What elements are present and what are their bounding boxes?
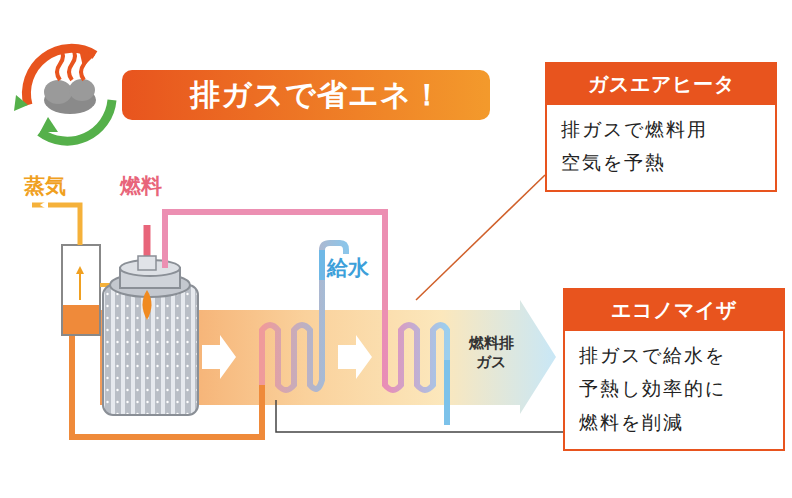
air-pipe <box>165 212 385 330</box>
title: 排ガスで省エネ！ <box>190 75 443 116</box>
leader-line <box>276 400 563 432</box>
boiler <box>103 285 198 415</box>
fuel-pipe <box>144 225 151 258</box>
air-heater-coil <box>385 325 447 425</box>
steam-pipe <box>32 205 80 245</box>
title-banner <box>122 70 490 120</box>
steam-label: 蒸気 <box>22 172 68 200</box>
fuel-label: 燃料 <box>118 172 164 200</box>
flow-arrow <box>202 335 236 379</box>
callout-heading: ガスエアヒータ <box>547 64 775 105</box>
callout-body: 排ガスで給水を 予熱し効率的に 燃料を削減 <box>565 331 783 449</box>
callout-box: ガスエアヒータ排ガスで燃料用 空気を予熱 <box>545 62 777 192</box>
feedwater-label: 給水 <box>325 254 371 282</box>
steam-drum <box>62 245 100 335</box>
callout-heading: エコノマイザ <box>565 290 783 331</box>
flow-arrow <box>338 335 372 379</box>
recycle-icon <box>14 48 112 141</box>
leader-line <box>416 175 545 300</box>
callout-body: 排ガスで燃料用 空気を予熱 <box>547 105 775 190</box>
callout-box: エコノマイザ排ガスで給水を 予熱し効率的に 燃料を削減 <box>563 288 785 451</box>
drum-water <box>63 305 99 334</box>
burner-flame <box>143 290 152 320</box>
exhaust-label: 燃料排 ガス <box>463 334 519 372</box>
